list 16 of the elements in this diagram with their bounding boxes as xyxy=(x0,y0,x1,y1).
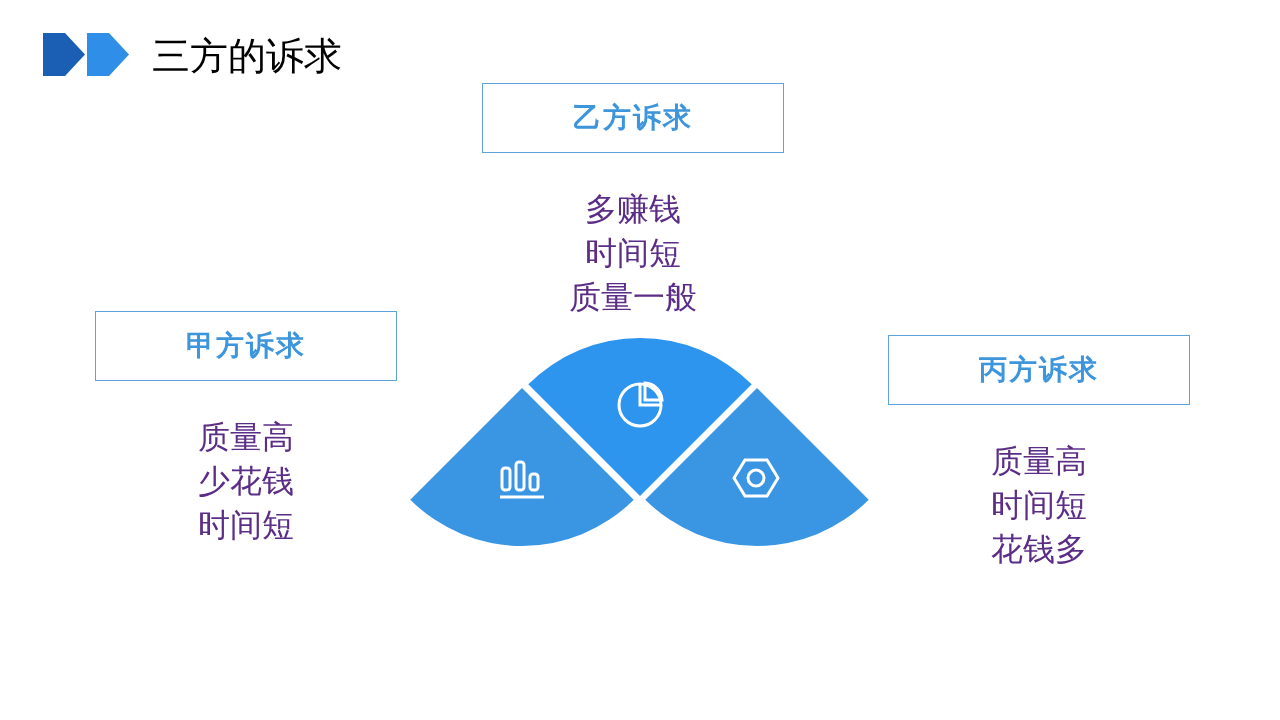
requirement-text: 时间短 xyxy=(991,485,1087,526)
requirement-text: 多赚钱 xyxy=(585,189,681,230)
requirement-text: 时间短 xyxy=(585,233,681,274)
requirement-text: 质量高 xyxy=(198,417,294,458)
requirement-text: 花钱多 xyxy=(991,529,1087,570)
heading-box xyxy=(888,335,1190,405)
heading-box xyxy=(482,83,784,153)
box-heading: 丙方诉求 xyxy=(979,352,1099,388)
box-heading: 甲方诉求 xyxy=(186,328,306,364)
requirement-text: 少花钱 xyxy=(198,461,294,502)
box-heading: 乙方诉求 xyxy=(573,100,693,136)
requirement-text: 质量一般 xyxy=(569,277,697,318)
heading-box xyxy=(95,311,397,381)
requirement-text: 质量高 xyxy=(991,441,1087,482)
requirement-text: 时间短 xyxy=(198,505,294,546)
slide-title: 三方的诉求 xyxy=(152,33,342,80)
